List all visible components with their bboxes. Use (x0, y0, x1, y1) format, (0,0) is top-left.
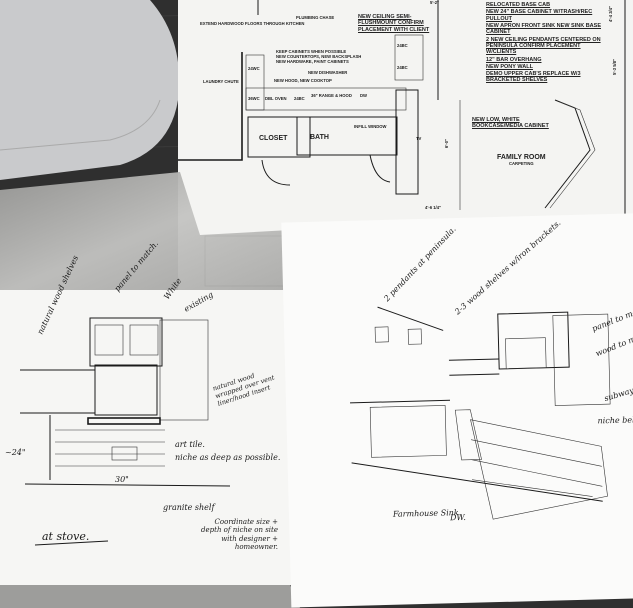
room-family-sub: CARPETING (509, 161, 534, 166)
svg-text:DW.: DW. (449, 513, 466, 522)
svg-text:KEEP CABINETS WHEN POSSIBLE: KEEP CABINETS WHEN POSSIBLE (276, 49, 346, 54)
plan-note: RELOCATED BASE CAB (486, 2, 551, 8)
cab-label: 36" RANGE & HOOD (311, 93, 352, 98)
laptop-edge (0, 99, 161, 151)
cab-label: 36WC (248, 96, 260, 101)
plan-note-ceiling-light: NEW CEILING SEMI-FLUSHMOUNT CONFIRM PLAC… (358, 14, 430, 33)
stove-sketch-sheet: panel to match. White existing natural w… (0, 239, 292, 585)
plan-notes: EXTEND HARDWOOD FLOORS THROUGH KITCHEN P… (200, 15, 387, 129)
svg-text:5'-3 5/8": 5'-3 5/8" (612, 59, 617, 75)
plan-note: DEMO UPPER CAB'S REPLACE W/3 BRACKETED S… (486, 71, 581, 84)
svg-text:30": 30" (115, 475, 129, 484)
plan-dimensions: 5'-2" 4'-4 3/4" 5'-3 5/8" 6'-0" 4'-6 1/4… (425, 0, 617, 210)
svg-text:Farmhouse Sink.: Farmhouse Sink. (392, 508, 461, 519)
svg-text:art tile.: art tile. (175, 440, 205, 449)
tracing-paper-bottom (0, 580, 300, 608)
cab-label: 24BC (397, 43, 408, 48)
cab-label: DBL OVEN (265, 96, 287, 101)
tracing-paper (0, 172, 290, 295)
svg-text:4'-4 3/4": 4'-4 3/4" (608, 6, 613, 22)
svg-text:LAUNDRY CHUTE: LAUNDRY CHUTE (203, 79, 239, 84)
stove-note-coordinate: Coordinate size + depth of niche on site… (201, 518, 278, 552)
room-bath: BATH (310, 134, 329, 141)
cab-label: 24WC (248, 66, 260, 71)
laptop (0, 0, 180, 180)
svg-text:5'-2": 5'-2" (430, 0, 439, 5)
svg-text:niche as deep as possible.: niche as deep as possible. (175, 453, 280, 462)
cab-label: TV (416, 136, 422, 141)
plan-note: NEW APRON FRONT SINK NEW SINK BASE CABIN… (486, 22, 601, 36)
svg-text:4'-6 1/4": 4'-6 1/4" (425, 205, 441, 210)
svg-text:NEW HOOD, NEW COOKTOP: NEW HOOD, NEW COOKTOP (274, 78, 332, 83)
cab-label: 24BC (397, 65, 408, 70)
svg-text:niche behind: niche behind (597, 415, 633, 425)
svg-text:EXTEND HARDWOOD FLOORS THROUGH: EXTEND HARDWOOD FLOORS THROUGH KITCHEN (200, 21, 304, 26)
plan-note: NEW PONY WALL (486, 63, 533, 70)
plan-note-bookcase: NEW LOW, WHITE BOOKCASE/MEDIA CABINET (472, 117, 549, 130)
plan-note: NEW 24" BASE CABINET W/TRASH/REC PULLOUT (486, 9, 593, 22)
stove-caption: at stove. (42, 530, 89, 543)
svg-text:NEW DISHWASHER: NEW DISHWASHER (308, 70, 347, 75)
kitchen-sketch-sheet: 2 pendants at peninsula. 2-3 wood shelve… (281, 213, 633, 608)
plan-note: 12" BAR OVERHANG (486, 56, 542, 63)
cab-label: 24BC (294, 96, 305, 101)
plan-note-pendants: 2 NEW CEILING PENDANTS CENTERED ON PENIN… (486, 36, 601, 56)
plan-notes-right: RELOCATED BASE CAB NEW 24" BASE CABINET … (486, 2, 601, 84)
room-family: FAMILY ROOM (497, 154, 546, 161)
cab-label: DW (360, 93, 367, 98)
room-closet: CLOSET (259, 135, 288, 142)
svg-text:PLUMBING CHASE: PLUMBING CHASE (296, 15, 334, 20)
svg-text:~24": ~24" (5, 448, 26, 457)
svg-text:6'-0": 6'-0" (444, 139, 449, 148)
svg-text:granite shelf: granite shelf (163, 503, 216, 512)
svg-text:NEW COUNTERTOPS, NEW BACKSPLAS: NEW COUNTERTOPS, NEW BACKSPLASH (276, 54, 361, 59)
svg-text:INFILL WINDOW: INFILL WINDOW (354, 124, 387, 129)
svg-text:NEW HARDWARE, PAINT CABINETS: NEW HARDWARE, PAINT CABINETS (276, 59, 349, 64)
